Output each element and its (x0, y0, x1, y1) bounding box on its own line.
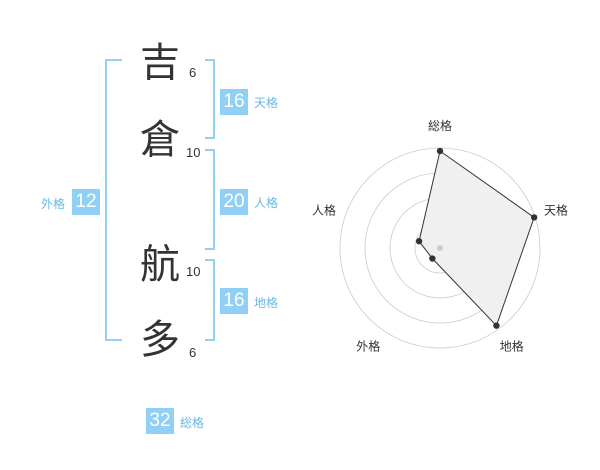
stroke-count-1: 6 (189, 65, 197, 80)
radar-center-dot (437, 245, 443, 251)
chikaku-badge: 16 (220, 288, 248, 314)
jinkaku-bracket (205, 149, 215, 250)
gaikaku-badge: 12 (72, 189, 100, 215)
radar-point-1 (436, 147, 444, 155)
name-char-2: 倉 (140, 117, 180, 163)
radar-axis-label-1: 総格 (428, 118, 452, 133)
radar-axis-label-4: 外格 (356, 339, 380, 354)
soukaku-label: 総格 (180, 416, 205, 430)
tenkaku-badge: 16 (220, 89, 248, 115)
chikaku-bracket (205, 259, 215, 341)
radar-point-5 (415, 238, 423, 245)
gaikaku-label: 外格 (41, 197, 66, 211)
stroke-count-4: 6 (189, 345, 197, 360)
tenkaku-label: 天格 (254, 96, 279, 110)
radar-axis-label-5: 人格 (312, 202, 336, 217)
stroke-count-2: 10 (186, 145, 201, 160)
radar-axis-label-3: 地格 (500, 339, 524, 354)
radar-point-2 (530, 214, 538, 221)
name-char-3: 航 (140, 242, 180, 288)
chikaku-label: 地格 (254, 296, 279, 310)
stroke-count-3: 10 (186, 264, 201, 279)
gaikaku-bracket (105, 59, 122, 341)
radar-polygon (418, 150, 535, 327)
name-char-1: 吉 (140, 40, 180, 86)
radar-axis-label-2: 天格 (544, 202, 568, 217)
radar-point-4 (429, 255, 436, 262)
tenkaku-bracket (205, 59, 215, 139)
soukaku-badge: 32 (146, 408, 174, 434)
jinkaku-badge: 20 (220, 189, 248, 215)
name-char-4: 多 (140, 317, 180, 363)
radar-point-3 (493, 322, 500, 329)
jinkaku-label: 人格 (254, 196, 279, 210)
